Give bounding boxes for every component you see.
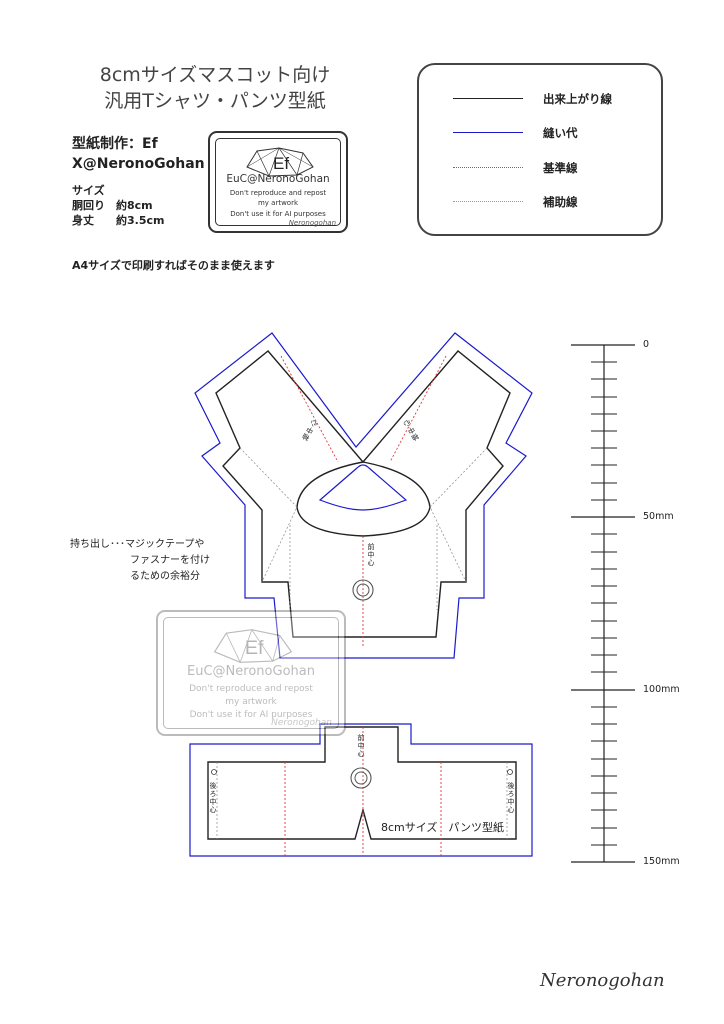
left-guide-line <box>239 447 298 583</box>
tshirt-button-marker <box>352 579 374 601</box>
legend-reference-label: 基準線 <box>543 161 578 175</box>
watermark-name: EuC@NeronoGohan <box>187 664 315 679</box>
ruler-label-0: 0 <box>643 339 650 350</box>
watermark-signature: Neronogohan <box>271 718 332 728</box>
legend-guide-label: 補助線 <box>543 195 578 209</box>
line-legend: 出来上がり線 縫い代 基準線 補助線 <box>417 63 663 236</box>
legend-reference-swatch <box>453 167 523 168</box>
right-guide-line <box>429 447 488 583</box>
stamp-signature: Neronogohan <box>288 219 336 227</box>
title-line-1: 8cmサイズマスコット向け <box>99 64 331 86</box>
mm-ruler <box>571 344 635 863</box>
watermark-line-1: Don't reproduce and repost <box>189 684 313 694</box>
extension-note-line-1: 持ち出し･･･マジックテープや <box>70 539 205 550</box>
front-center-label: 前中心 <box>367 543 375 567</box>
author-credit: 型紙制作：Ef X@NeronoGohan <box>72 134 205 174</box>
length-label: 身丈 <box>72 214 94 227</box>
legend-seam-swatch <box>453 132 523 133</box>
waist-row: 胴回り約8cm <box>72 198 164 213</box>
pants-snap-left-icon <box>211 769 217 775</box>
tshirt-neck-finish <box>296 461 431 537</box>
length-value: 約3.5cm <box>116 214 165 227</box>
legend-guide-swatch <box>453 201 523 202</box>
pattern-title: 8cmサイズマスコット向け 汎用Tシャツ・パンツ型紙 <box>0 62 430 114</box>
pants-back-center-right-label: 後ろ中心 <box>507 782 515 814</box>
stamp-border <box>215 138 341 226</box>
stamp-line-2: my artwork <box>257 199 299 207</box>
tshirt-neck-seam <box>318 464 408 511</box>
legend-finish-label: 出来上がり線 <box>543 92 612 106</box>
specs-heading: サイズ <box>72 184 105 197</box>
watermark-stamp: Ef EuC@NeronoGohan Don't reproduce and r… <box>156 610 346 736</box>
pants-button-marker <box>350 767 372 789</box>
waist-label: 胴回り <box>72 199 105 212</box>
pants-finish-line <box>207 726 517 840</box>
length-row: 身丈 約3.5cm <box>72 213 164 228</box>
pants-seam-allowance <box>189 723 533 857</box>
size-specs: サイズ 胴回り約8cm 身丈 約3.5cm <box>72 183 164 228</box>
stamp-line-3: Don't use it for AI purposes <box>230 210 326 218</box>
waist-value: 約8cm <box>116 199 153 212</box>
stamp-line-1: Don't reproduce and repost <box>229 189 327 197</box>
pants-front-center-label: 前中心 <box>357 734 365 758</box>
watermark-line-3: Don't use it for AI purposes <box>189 710 313 720</box>
extension-note-line-2: ファスナーを付け <box>130 555 210 566</box>
crystal-logo-icon: Ef <box>246 147 314 177</box>
print-note: A4サイズで印刷すればそのまま使えます <box>72 259 275 272</box>
author-handle: X@NeronoGohan <box>72 156 205 172</box>
ruler-label-100: 100mm <box>643 684 680 695</box>
right-sleeve-center-line <box>389 355 447 463</box>
watermark-border <box>163 617 339 729</box>
stamp-logo-text: Ef <box>273 154 289 173</box>
stamp-name: EuC@NeronoGohan <box>226 173 330 185</box>
left-sleeve-center-line <box>280 355 339 463</box>
watermark-logo-text: Ef <box>245 637 264 659</box>
legend-finish-swatch <box>453 98 523 99</box>
watermark-crystal-icon: Ef <box>213 628 293 664</box>
title-line-2: 汎用Tシャツ・パンツ型紙 <box>104 90 326 112</box>
extension-note: 持ち出し･･･マジックテープや ファスナーを付け るための余裕分 <box>70 537 210 585</box>
author-name: 型紙制作：Ef <box>72 136 158 152</box>
tshirt-seam-allowance <box>194 332 533 659</box>
watermark-line-2: my artwork <box>225 697 277 707</box>
legend-seam-label: 縫い代 <box>543 126 578 140</box>
pants-back-center-left-label: 後ろ中心 <box>209 782 217 814</box>
ruler-label-150: 150mm <box>643 856 680 867</box>
ruler-label-50: 50mm <box>643 511 674 522</box>
pants-caption: 8cmサイズ パンツ型紙 <box>381 821 504 834</box>
extension-note-line-3: るための余裕分 <box>130 571 200 582</box>
copyright-stamp: Ef EuC@NeronoGohan Don't reproduce and r… <box>208 131 348 233</box>
artist-signature: Neronogohan <box>540 970 665 991</box>
tshirt-finish-line <box>215 350 511 638</box>
pants-snap-right-icon <box>507 769 513 775</box>
